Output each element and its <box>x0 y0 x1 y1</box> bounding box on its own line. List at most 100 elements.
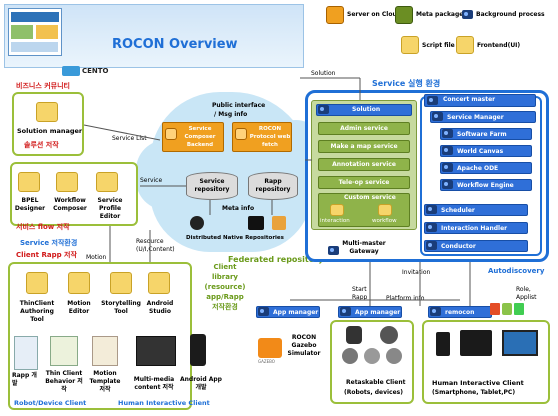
service-flow-auth-label: 서비스 flow 저작 <box>16 223 70 231</box>
robot-image-4 <box>364 348 380 364</box>
gazebo-logo <box>258 338 282 358</box>
rapp-dev-label: Rapp 개발 <box>12 372 37 387</box>
cento-label: CENTO <box>82 67 109 75</box>
android-studio-icon[interactable] <box>148 272 170 294</box>
cento-logo <box>62 66 80 76</box>
legend-script-file: Script file <box>422 42 455 49</box>
solution-manager-label: Solution manager <box>17 127 83 135</box>
solution-gear-icon <box>318 105 329 114</box>
conductor-gear-icon <box>426 241 437 250</box>
motion-template-screenshot <box>92 336 118 366</box>
msg-info-label: / Msg info <box>214 111 248 118</box>
banner-screenshot-inner-2 <box>11 25 33 39</box>
human-interactive-client-label-left: Human Interactive Client <box>118 399 210 407</box>
multimedia-content-label: Multi-media content 저작 <box>133 376 175 391</box>
concert-master-header[interactable] <box>424 94 536 107</box>
interaction-label: interaction <box>320 218 350 224</box>
smartphone-image <box>436 332 450 356</box>
client-library-label: Client library (resource) app/Rapp 저작환경 <box>198 262 252 312</box>
client-library-line-1: Client <box>213 263 237 271</box>
app-manager-gazebo[interactable]: App manager <box>256 306 320 318</box>
legend-background-process: Background process <box>476 11 545 18</box>
app-manager-retaskable-gear-icon <box>340 307 351 316</box>
software-farm-gear-icon <box>442 129 453 138</box>
workflow-engine[interactable]: Workflow Engine <box>440 179 532 191</box>
retaskable-client-sub: (Robots, devices) <box>344 389 403 396</box>
motion-editor-icon[interactable] <box>68 272 90 294</box>
play-store-icon <box>248 216 264 230</box>
public-interface-label: Public interface <box>212 102 266 109</box>
solution-header-text: Solution <box>352 106 381 113</box>
meta-info-label: Meta info <box>222 205 255 212</box>
federated-repository-label: Federated repository <box>228 255 324 264</box>
interaction-handler[interactable]: Interaction Handler <box>424 222 528 234</box>
remocon-gear-icon <box>430 307 441 316</box>
client-library-line-2: library <box>211 273 238 281</box>
client-rapp-auth-label: Client Rapp 저작 <box>16 251 77 259</box>
workflow-icon[interactable] <box>378 204 392 216</box>
rapp-repository[interactable] <box>248 172 298 200</box>
rapp-dev-screenshot <box>14 336 38 370</box>
page-title: ROCON Overview <box>112 37 238 52</box>
workflow-composer-label: Workflow Composer <box>53 197 87 212</box>
service-env-label: Service 저작환경 <box>20 239 78 247</box>
banner-screenshot-inner-3 <box>36 25 58 39</box>
legend-server-on-cloud: Server on Cloud <box>347 11 402 18</box>
start-rapp-label: Start Rapp <box>352 286 368 301</box>
world-canvas[interactable]: World Canvas <box>440 145 532 157</box>
robot-image-2 <box>380 326 398 344</box>
service-profile-editor-icon[interactable] <box>96 172 118 192</box>
multi-master-gateway[interactable]: Multi-master Gateway <box>342 240 386 255</box>
thinclient-tool-icon[interactable] <box>26 272 48 294</box>
admin-service[interactable]: Admin service <box>318 122 410 135</box>
android-app-dev-label: Android App 개발 <box>180 376 222 391</box>
workflow-engine-gear-icon <box>442 180 453 189</box>
tablet-image <box>460 330 492 356</box>
service-repository[interactable] <box>186 172 238 200</box>
bpel-designer-label: BPEL Designer <box>14 197 46 212</box>
concert-master-gear-icon <box>427 96 438 105</box>
workflow-composer-icon[interactable] <box>56 172 78 192</box>
gazebo-logo-text: GAZEBO <box>258 359 275 364</box>
thinclient-tool-label: ThinClient Authoring Tool <box>19 300 55 323</box>
service-runtime-label: Service 실행 환경 <box>372 79 441 88</box>
business-community-label: 비즈니스 커뮤니티 <box>16 82 70 90</box>
conductor[interactable]: Conductor <box>424 240 528 252</box>
scheduler[interactable]: Scheduler <box>424 204 528 216</box>
concert-master-header-text: Concert master <box>443 96 496 103</box>
github-icon <box>190 216 204 230</box>
app-manager-retaskable[interactable]: App manager <box>338 306 402 318</box>
rocon-protocol-text: ROCON Protocol web fetch <box>249 126 291 148</box>
storytelling-tool-label: Storytelling Tool <box>101 300 141 315</box>
background-process-icon <box>462 10 473 19</box>
pc-image <box>502 330 538 356</box>
solution-manager-icon <box>36 102 58 122</box>
rapp-repository-text: Rapp repository <box>255 178 291 193</box>
banner-screenshot-inner <box>11 12 59 22</box>
bpel-designer-icon[interactable] <box>18 172 40 192</box>
role-applist-label: Role, Applist <box>516 286 537 301</box>
apache-ode[interactable]: Apache ODE <box>440 162 532 174</box>
service-composer-backend-text: Service Composer Backend <box>184 126 216 148</box>
frontend-icon <box>456 36 474 54</box>
qt-icon <box>514 303 524 315</box>
app-manager-gazebo-gear-icon <box>258 307 269 316</box>
service-profile-editor-label: Service Profile Editor <box>97 197 123 220</box>
solution-header[interactable] <box>316 104 412 116</box>
client-library-line-5: 저작환경 <box>212 303 238 311</box>
platform-info-label: Platform info <box>386 295 425 302</box>
autodiscovery-label: Autodiscovery <box>488 267 545 275</box>
android-app-screenshot <box>190 334 206 366</box>
service-manager[interactable]: Service Manager <box>430 111 536 123</box>
storytelling-tool-icon[interactable] <box>110 272 132 294</box>
package-icon <box>272 216 286 230</box>
software-farm[interactable]: Software Farm <box>440 128 532 140</box>
make-a-map-service[interactable]: Make a map service <box>318 140 410 153</box>
annotation-service[interactable]: Annotation service <box>318 158 410 171</box>
thin-client-screenshot <box>50 336 78 366</box>
robot-device-client-label: Robot/Device Client <box>14 399 87 407</box>
interaction-icon[interactable] <box>330 204 344 216</box>
tele-op-service[interactable]: Tele-op service <box>318 176 410 189</box>
banner-screenshot-inner-4 <box>11 42 58 52</box>
